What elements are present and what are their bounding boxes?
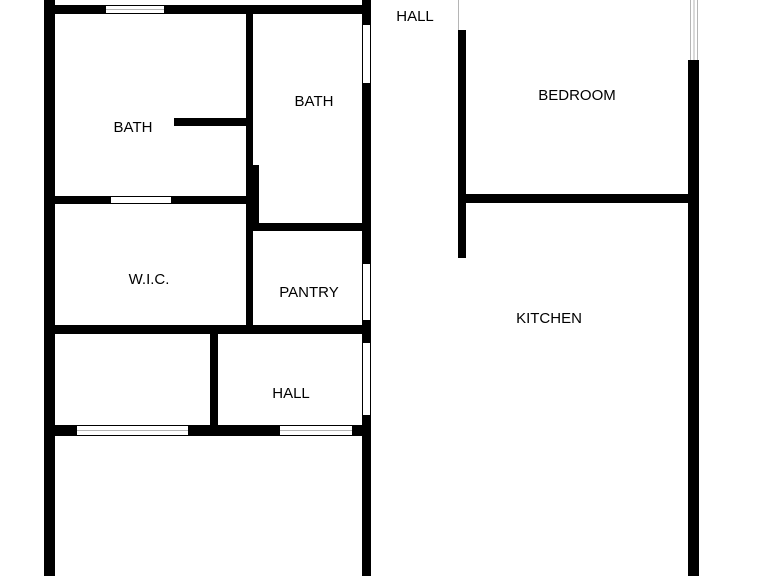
- door-pantry-hall: [363, 264, 370, 320]
- wall-lower-bottom: [44, 425, 369, 436]
- room-label-hall-bottom: HALL: [272, 385, 310, 402]
- wall-bath-divider-thick: [250, 165, 259, 223]
- wall-bedroom-left: [458, 30, 466, 258]
- wall-bath-pantry: [250, 223, 369, 231]
- wall-top: [44, 5, 369, 14]
- room-label-kitchen: KITCHEN: [516, 310, 582, 327]
- door-lower-hall: [363, 343, 370, 415]
- wall-bedroom-bottom: [458, 194, 698, 203]
- wall-wic-lower: [44, 325, 369, 334]
- room-label-hall-top: HALL: [396, 8, 434, 25]
- wall-bath-stub: [174, 118, 248, 126]
- room-labels: HALL BEDROOM BATH BATH W.I.C. PANTRY KIT…: [114, 8, 616, 402]
- room-label-bath-left: BATH: [114, 119, 153, 136]
- door-bath-wic: [111, 197, 171, 203]
- door-bath-hall: [363, 25, 370, 83]
- wall-lower-divider: [210, 334, 218, 426]
- room-label-wic: W.I.C.: [129, 271, 170, 288]
- room-label-pantry: PANTRY: [279, 284, 338, 301]
- room-label-bath-right: BATH: [295, 93, 334, 110]
- room-label-bedroom: BEDROOM: [538, 87, 616, 104]
- openings: [77, 0, 699, 435]
- wall-outer-left: [44, 0, 55, 576]
- wall-outer-right: [688, 60, 699, 576]
- wall-bath-divider: [246, 5, 253, 327]
